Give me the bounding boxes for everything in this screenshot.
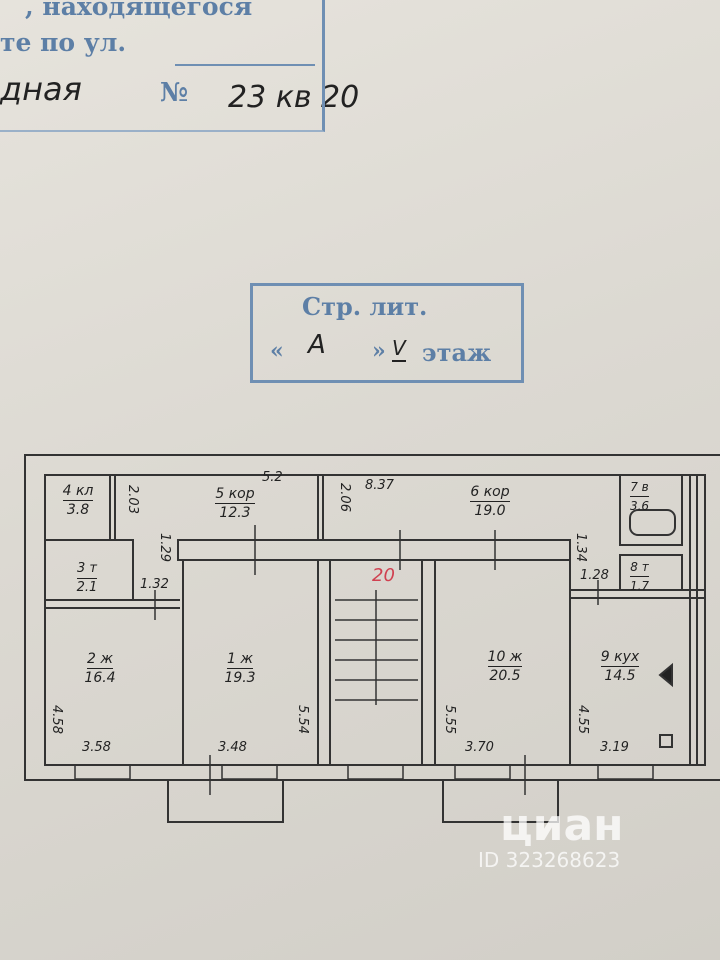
number-handwritten: 23 кв 20 (228, 80, 360, 115)
stamp-border (0, 0, 325, 132)
dim: 4.55 (574, 705, 590, 734)
dim: 5.55 (441, 705, 457, 734)
close-quote: » (372, 338, 386, 364)
dim: 1.34 (572, 533, 588, 562)
dim: 2.06 (336, 483, 352, 512)
dim: 3.70 (465, 740, 494, 755)
dim: 5.54 (294, 705, 310, 734)
underline (175, 64, 315, 66)
floor-label: этаж (422, 338, 492, 367)
dim: 1.32 (140, 577, 169, 592)
dim: 4.58 (48, 705, 64, 734)
dim: 8.37 (365, 478, 394, 493)
building-letter: А (308, 330, 326, 360)
floor-number: V (392, 336, 406, 362)
floor-stamp-line1: Стр. лит. (302, 292, 428, 321)
open-quote: « (270, 338, 284, 364)
watermark-id: ID 323268623 (478, 848, 621, 872)
dim: 2.03 (124, 485, 140, 514)
header-stamp-line2: те по ул. (0, 28, 127, 57)
number-label: № (160, 78, 189, 108)
apartment-number: 20 (372, 565, 395, 586)
header-stamp-line1: , находящегося (25, 0, 253, 21)
dim: 3.58 (82, 740, 111, 755)
dim: 3.48 (218, 740, 247, 755)
dim: 5.2 (262, 470, 283, 485)
dim: 3.19 (600, 740, 629, 755)
dim: 1.29 (156, 533, 172, 562)
floor-stamp (250, 283, 524, 383)
watermark-brand: циан (500, 800, 624, 851)
street-handwritten: дная (0, 70, 82, 108)
dim: 1.28 (580, 568, 609, 583)
